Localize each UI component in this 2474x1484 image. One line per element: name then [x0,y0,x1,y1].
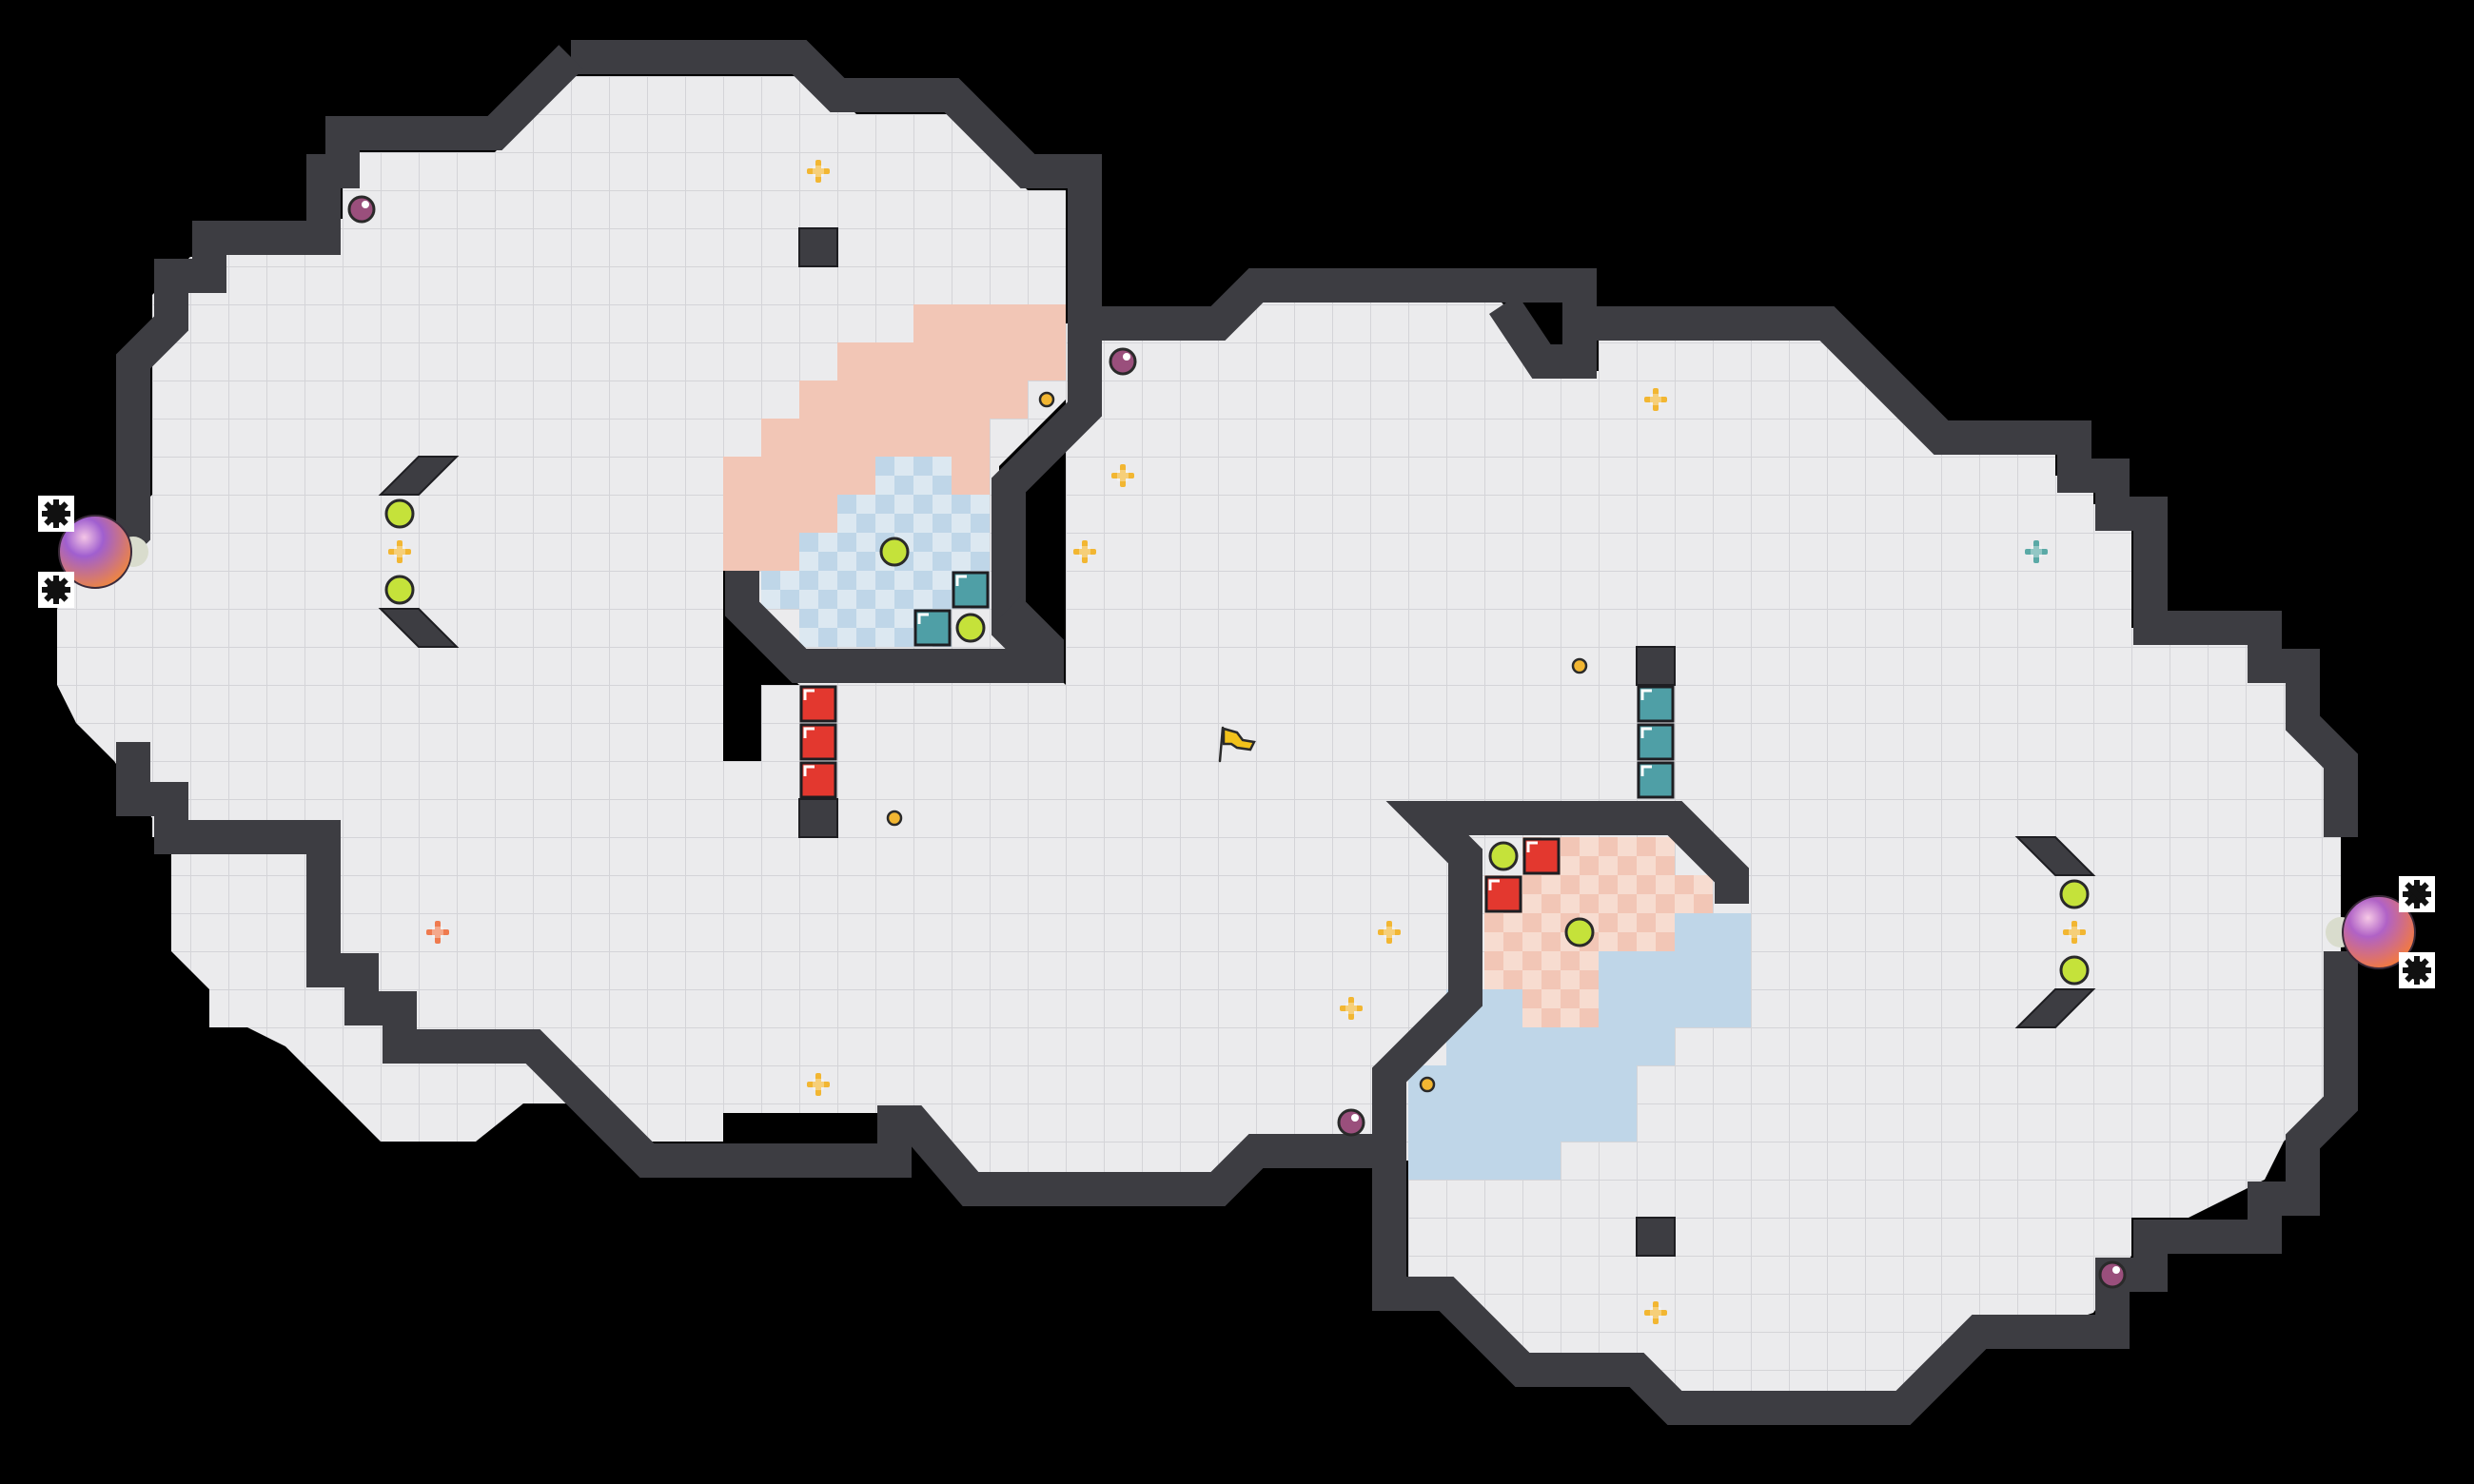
planet-portal-icon[interactable] [2342,895,2416,969]
purple-token-icon[interactable] [1109,347,1137,376]
gold-coin-icon[interactable] [1419,1076,1436,1093]
green-orb-icon[interactable] [2059,879,2090,909]
gold-coin-icon[interactable] [1571,657,1588,674]
red-crates[interactable] [799,685,1561,913]
wall-pillars [378,227,2096,1257]
walls [83,40,2358,1425]
teal-crate-icon[interactable] [1637,685,1675,723]
red-crate-icon[interactable] [799,761,837,799]
green-orb-icon[interactable] [879,537,910,567]
green-orb-icon[interactable] [2059,955,2090,986]
portal-left[interactable] [38,496,148,608]
pillar-teal-column-top [1636,646,1676,686]
blue-zone-lower [1408,913,1751,1180]
green-orb-icon[interactable] [384,575,415,605]
teal-crate-icon[interactable] [1637,761,1675,799]
green-orbs[interactable] [384,498,2090,986]
teal-crate-icon[interactable] [952,571,990,609]
teal-crates[interactable] [913,571,1675,799]
floor [57,76,2341,1408]
gear-icon[interactable] [38,496,74,532]
portal-right[interactable] [2326,876,2435,988]
gold-coin-icon[interactable] [886,810,903,827]
red-zone-upper [723,304,1066,571]
teal-crate-icon[interactable] [1637,723,1675,761]
red-crate-icon[interactable] [1522,837,1561,875]
planet-portal-icon[interactable] [58,515,132,589]
teal-crate-icon[interactable] [913,609,952,647]
gold-coin-icon[interactable] [1038,391,1055,408]
green-orb-icon[interactable] [1488,841,1519,871]
red-crate-icon[interactable] [799,723,837,761]
gear-icon[interactable] [2399,876,2435,912]
purple-token-icon[interactable] [347,195,376,224]
green-orb-icon[interactable] [1564,917,1595,947]
red-crate-icon[interactable] [1484,875,1522,913]
pillar-upper [798,227,838,267]
purple-token-icon[interactable] [1337,1108,1365,1137]
red-crate-icon[interactable] [799,685,837,723]
flag-icon[interactable] [1218,726,1256,763]
pillar-red-column-bottom [798,798,838,838]
pillar-lower-room [1636,1217,1676,1257]
gear-icon[interactable] [2399,952,2435,988]
purple-tokens[interactable] [347,195,2127,1289]
purple-token-icon[interactable] [2098,1260,2127,1289]
gear-icon[interactable] [38,572,74,608]
green-orb-icon[interactable] [384,498,415,529]
gold-coins[interactable] [886,391,1588,1093]
green-orb-icon[interactable] [955,613,986,643]
